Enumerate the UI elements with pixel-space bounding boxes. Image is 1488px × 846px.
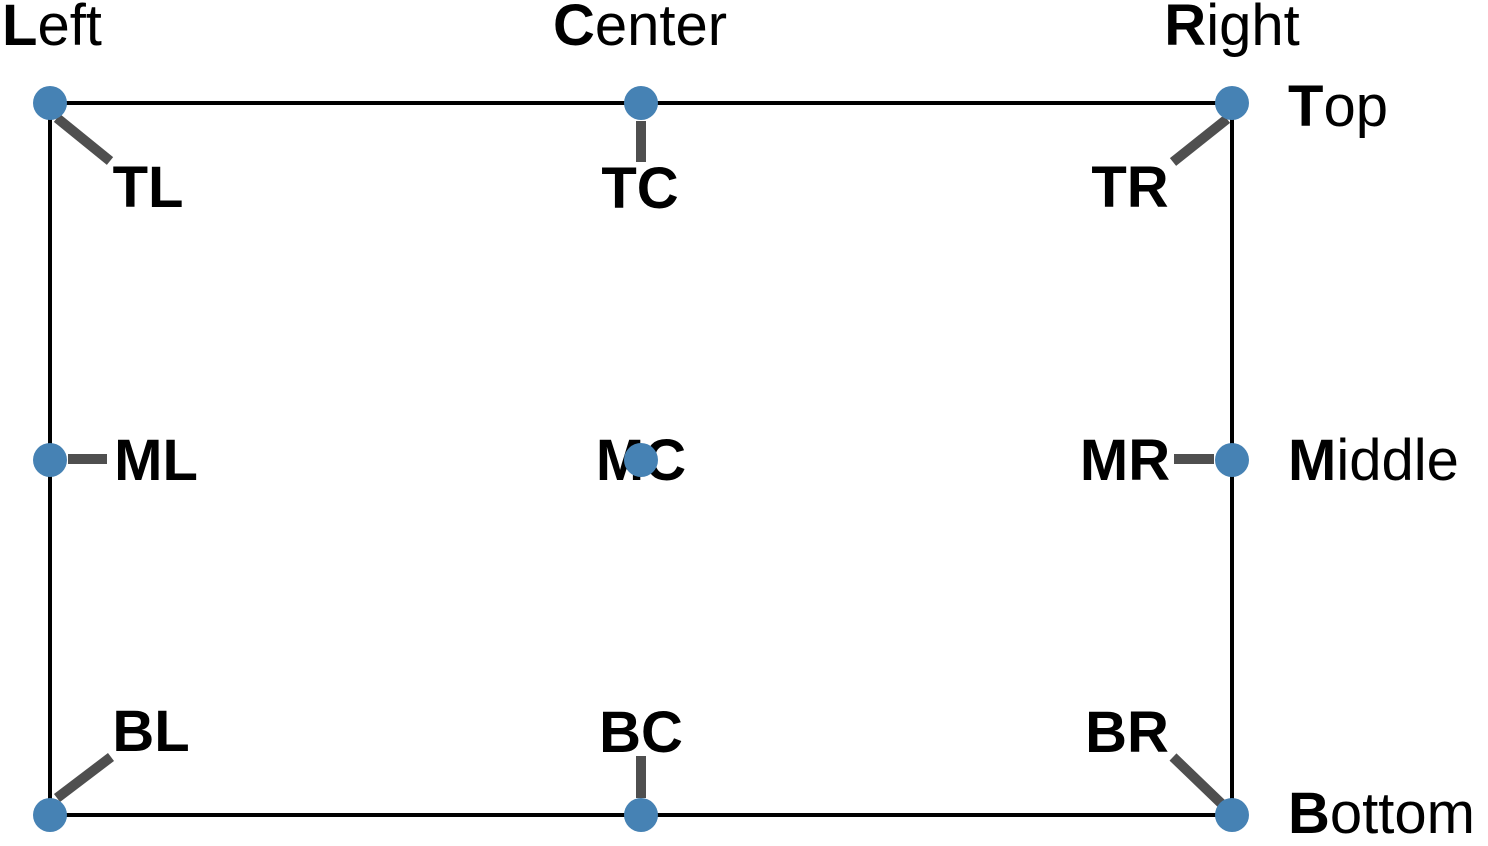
anchor-label-tl: TL bbox=[112, 155, 184, 220]
row-label-middle-bold: M bbox=[1288, 428, 1337, 493]
leader-line-tl bbox=[53, 114, 114, 165]
marker-top-right bbox=[1215, 86, 1249, 120]
leader-line-tr bbox=[1169, 115, 1231, 166]
column-label-center-rest: enter bbox=[594, 0, 728, 58]
row-label-top-bold: T bbox=[1288, 74, 1324, 139]
row-label-middle: Middle bbox=[1288, 432, 1459, 490]
column-label-right-bold: R bbox=[1164, 0, 1207, 58]
anchor-label-tc: TC bbox=[601, 156, 679, 221]
column-label-center-bold: C bbox=[552, 0, 595, 58]
leader-line-br bbox=[1169, 753, 1230, 812]
marker-bottom-center bbox=[624, 798, 658, 832]
anchor-label-tr: TR bbox=[1091, 155, 1169, 220]
row-label-bottom: Bottom bbox=[1288, 785, 1475, 843]
anchor-label-ml: ML bbox=[114, 428, 198, 493]
marker-middle-right bbox=[1215, 443, 1249, 477]
anchor-label-bl: BL bbox=[112, 699, 190, 764]
column-label-left-bold: L bbox=[2, 0, 38, 58]
column-label-right-rest: ight bbox=[1206, 0, 1300, 58]
anchor-label-mr: MR bbox=[1079, 428, 1171, 493]
row-label-middle-rest: iddle bbox=[1336, 428, 1459, 493]
marker-bottom-left bbox=[33, 798, 67, 832]
marker-top-center bbox=[624, 86, 658, 120]
leader-line-bl bbox=[53, 753, 115, 802]
column-label-left-rest: eft bbox=[37, 0, 102, 58]
marker-middle-left bbox=[33, 443, 67, 477]
anchor-label-mc: MC bbox=[595, 428, 687, 493]
marker-bottom-right bbox=[1215, 798, 1249, 832]
row-label-top-rest: op bbox=[1323, 74, 1388, 139]
row-label-top: Top bbox=[1288, 78, 1388, 136]
marker-top-left bbox=[33, 86, 67, 120]
column-label-center: Center bbox=[553, 0, 727, 55]
anchor-label-br: BR bbox=[1085, 700, 1169, 765]
anchor-label-bc: BC bbox=[599, 700, 683, 765]
row-label-bottom-rest: ottom bbox=[1329, 781, 1475, 846]
row-label-bottom-bold: B bbox=[1288, 781, 1330, 846]
column-label-left: Left bbox=[2, 0, 102, 55]
column-label-right: Right bbox=[1164, 0, 1299, 55]
